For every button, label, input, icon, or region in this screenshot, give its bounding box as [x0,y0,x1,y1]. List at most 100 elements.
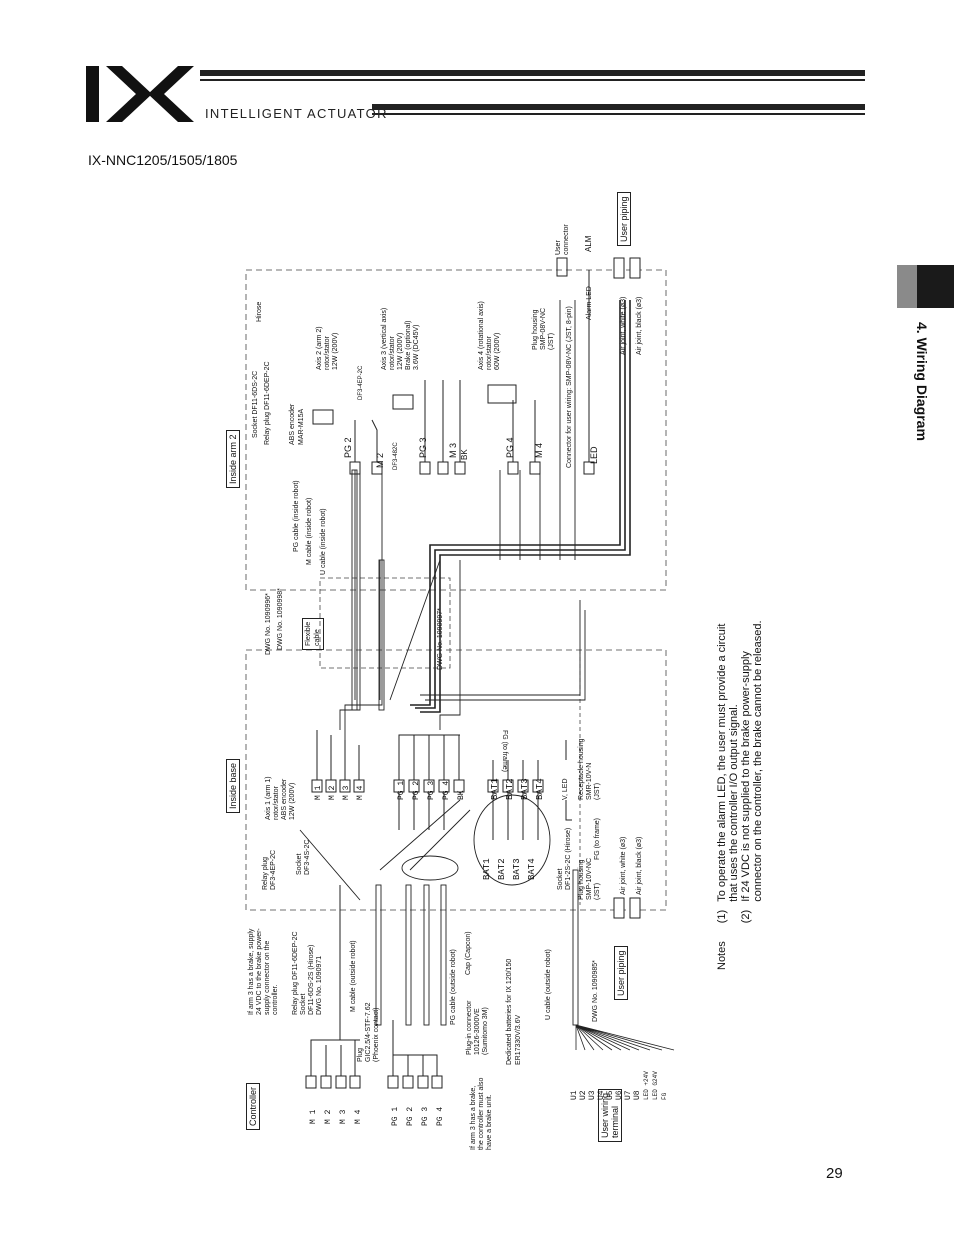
ut-led24: LED +24V [643,1071,650,1100]
bat-r3: BAT3 [520,778,530,800]
plug-1: Plug [357,1047,364,1062]
ax1-2: rotor/stator [273,786,280,820]
axis3-label: Axis 3 (vertical axis) rotor/stator 12W … [381,308,421,370]
rpb-1: Relay plug DF11-6DEP-2C [292,931,299,1015]
outside-cables [299,794,579,1026]
ctrl-m3: M 3 [339,1109,348,1124]
pha-3: (JST) [548,332,555,350]
ut-ledg24: LED G24V [652,1071,659,1100]
flexible-cable-label: Flexible cable [302,617,324,650]
base-connectors [311,730,572,840]
ax3-2: rotor/stator [389,336,396,370]
plug-housing-base: Plug housing SMP-10V-NC (JST) [578,858,602,900]
m-cable-inside: M cable (inside robot) [306,497,313,565]
pic-3: (Sumitomo 3M) [482,1007,489,1055]
sd3-2: DF3-4S-2C [304,839,311,875]
arm2-pg3: PG 3 [418,437,428,458]
bat-r2: BAT2 [505,778,515,800]
notes-title: Notes [716,941,728,970]
diagram-regions [245,269,667,911]
rpb-4: DWG No. 1090971 [316,955,323,1015]
base-bk: BK [457,790,466,800]
rpb-2: Socket [300,993,307,1015]
inside-arm2-label: Inside arm 2 [226,430,240,488]
ax3-1: Axis 3 (vertical axis) [381,307,388,370]
base-m1: M 1 [314,785,323,800]
dwg-1090997: DWG No. 1090997* [437,608,444,670]
controller-label: Controller [246,1082,260,1130]
bat-l3: BAT3 [512,858,522,880]
brand-name: INTELLIGENT ACTUATOR [205,106,388,121]
relay-plug-df11: Relay plug DF11-6DEP-2C [264,361,271,445]
flex-line1: Flexible [305,621,312,646]
notes-block: Notes (1) To operate the alarm LED, the … [716,610,764,971]
air-white-arm: Air joint, white (ø3) [620,296,627,355]
base-m-labels: M 1 M 2 M 3 M 4 [312,786,368,800]
ctrl-m1: M 1 [309,1109,318,1124]
axis2-label: Axis 2 (arm 2) rotor/stator 12W (200V) [316,326,340,370]
air-white-base: Air joint, white (ø3) [620,836,627,895]
air-joints [613,257,641,919]
axis1-label: Axis 1 (arm 1) rotor/stator ABS encoder … [265,776,297,820]
uc-1: User [555,240,562,255]
ut-u5: U5 [606,1090,615,1100]
arm3-brake-unit: If arm 3 has a brake, the controller mus… [470,1078,494,1150]
u-cable-outside: U cable (outside robot) [545,949,552,1020]
bn-4: controller. [272,984,279,1015]
hirose-label: Hirose [256,301,263,322]
note-2-num: (2) [740,909,752,924]
region-inside-arm2 [245,269,667,591]
model-title: IX-NNC1205/1505/1805 [88,152,238,168]
pg-cable-outside: PG cable (outside robot) [450,949,457,1025]
arm2-m2: M 2 [375,452,385,468]
controller-pg-labels: PG 1 PG 2 PG 3 PG 4 [388,1107,448,1126]
dwg-1090985: DWG No. 1090985* [592,960,599,1022]
alm-label: ALM [584,235,593,252]
ut-u7: U7 [624,1090,633,1100]
plug-3: (Phoenix contact) [373,1007,380,1062]
flex-line2: cable [314,629,321,646]
rh-1: Receptacle housing [578,738,585,801]
db-2: ER17330V/3.6V [515,1014,522,1065]
user-terminal-wires [575,1024,675,1051]
base-m4: M 4 [356,785,365,800]
bat-r1: BAT1 [490,778,500,800]
arm2-bk: BK [460,449,469,460]
plug-2: GIC2.5/4-STF-7.62 [365,1002,372,1062]
arm2-m3: M 3 [448,442,458,458]
v-led: V, LED [562,778,569,800]
arm-bundles [339,300,631,740]
bn-1: If arm 3 has a brake, supply [248,928,255,1015]
plug-housing-arm: Plug housing SMP-08V-NC (JST) [532,308,556,350]
ut-fg: FG [661,1092,668,1100]
air-black-arm: Air joint, black (ø3) [636,296,643,355]
socket-hirose: Socket DF1-2S-2C (Hirose) [557,828,573,890]
abu-1: If arm 3 has a brake, [470,1085,477,1150]
region-flexible-cable [319,577,451,669]
receptacle-housing: Receptacle housing SMR-10V-N (JST) [578,739,602,801]
rpd-1: Relay plug [262,856,269,890]
relay-plug-base: Relay plug DF11-6DEP-2C Socket DF11-6DS-… [292,931,324,1015]
ut-u8: U8 [633,1090,642,1100]
pg-cable-inside: PG cable (inside robot) [293,480,300,552]
arm2-led: LED [589,446,599,464]
db-1: Dedicated batteries for IX 120/150 [506,958,513,1065]
bat-r4: BAT4 [535,778,545,800]
base-bat-left-labels: BAT1 BAT2 BAT3 BAT4 [480,858,540,880]
bat-l2: BAT2 [497,858,507,880]
note-2: (2) If 24 VDC is not supplied to the bra… [740,621,764,924]
df3-482c: DF3-482C [393,442,399,470]
abe-2: MAR-M15A [298,408,305,445]
note-2-line1: If 24 VDC is not supplied to the brake p… [740,651,752,902]
base-pg3: PG 3 [427,780,436,800]
ut-u1: U1 [570,1090,579,1100]
u-cable-inside: U cable (inside robot) [320,508,327,575]
dwg-1090996: DWG No. 1090996* [265,593,272,655]
ax4-1: Axis 4 (rotational axis) [478,301,485,370]
ax1-3: ABS encoder [281,778,288,820]
m-cable-outside: M cable (outside robot) [350,940,357,1012]
arm2-pg2: PG 2 [343,437,353,458]
rh-2: SMR-10V-N [586,762,593,800]
base-m2: M 2 [328,785,337,800]
abe-1: ABS encoder [289,403,296,445]
